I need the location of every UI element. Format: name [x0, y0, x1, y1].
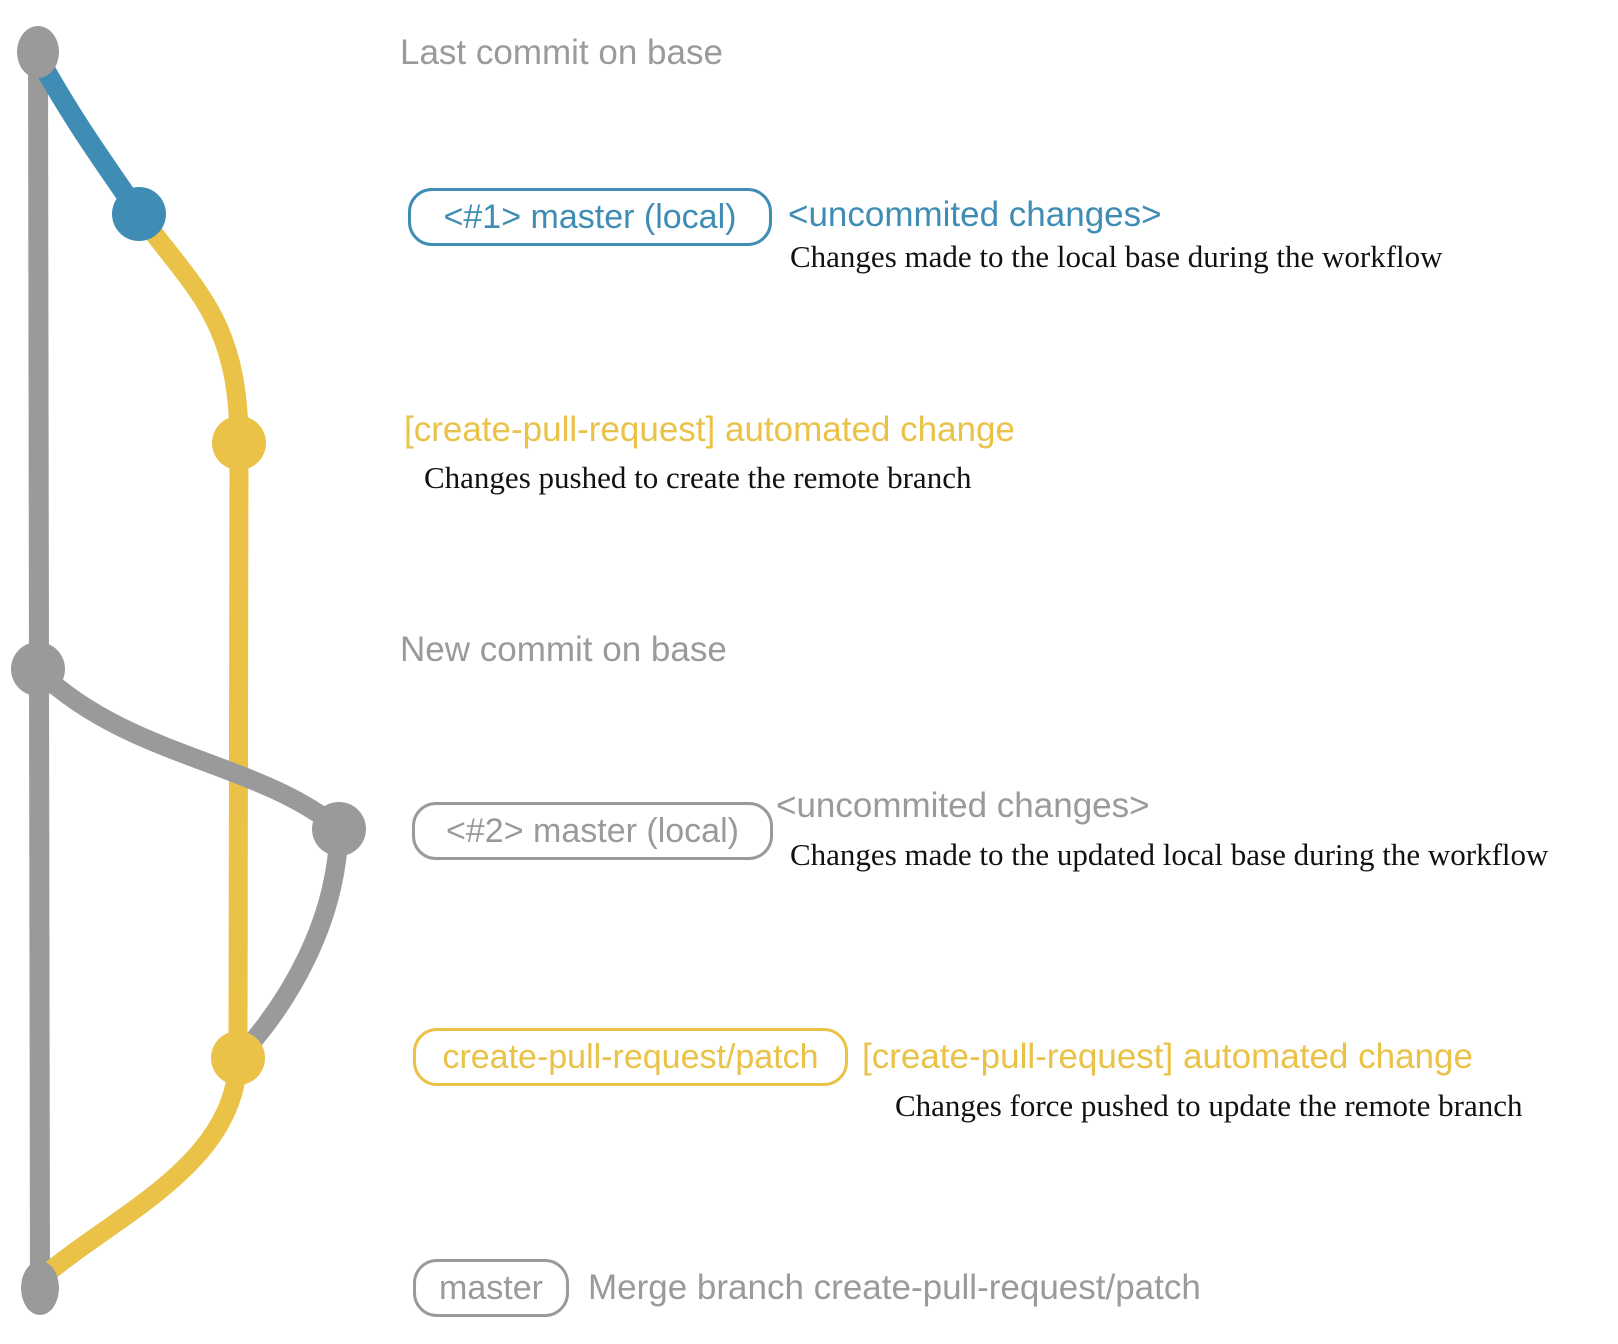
commit-node-patch-1	[212, 416, 266, 470]
desc-local-base-changes-2: Changes made to the updated local base d…	[790, 837, 1549, 872]
branch-badge-master: master	[413, 1259, 569, 1317]
desc-changes-force-pushed: Changes force pushed to update the remot…	[895, 1088, 1523, 1123]
desc-local-base-changes-1: Changes made to the local base during th…	[790, 239, 1443, 274]
commit-node-last-base	[17, 26, 59, 78]
commit-node-patch-2	[211, 1031, 265, 1085]
label-automated-change-2: [create-pull-request] automated change	[862, 1037, 1473, 1076]
desc-changes-pushed: Changes pushed to create the remote bran…	[424, 460, 972, 495]
label-automated-change-1: [create-pull-request] automated change	[404, 410, 1015, 449]
edge-local-branch-2-lower	[238, 828, 349, 1056]
edge-patch-merge	[37, 1057, 248, 1284]
label-uncommited-changes-1: <uncommited changes>	[788, 195, 1162, 234]
commit-node-local-1	[112, 187, 166, 241]
edge-patch-branch-upper	[131, 208, 249, 444]
branch-badge-create-pull-request-patch: create-pull-request/patch	[413, 1028, 848, 1086]
branch-badge-master-local-2: <#2> master (local)	[412, 802, 773, 860]
commit-node-local-2	[312, 802, 366, 856]
label-new-commit-on-base: New commit on base	[400, 630, 727, 669]
commit-node-merge	[21, 1261, 59, 1315]
commit-node-new-base	[11, 642, 65, 696]
label-uncommited-changes-2: <uncommited changes>	[776, 786, 1150, 825]
edge-local-branch-2-upper	[33, 665, 346, 837]
label-last-commit-on-base: Last commit on base	[400, 33, 723, 72]
edge-patch-branch-vertical	[228, 442, 249, 1059]
label-merge-branch-message: Merge branch create-pull-request/patch	[588, 1268, 1201, 1307]
branch-badge-master-local-1: <#1> master (local)	[408, 188, 772, 246]
